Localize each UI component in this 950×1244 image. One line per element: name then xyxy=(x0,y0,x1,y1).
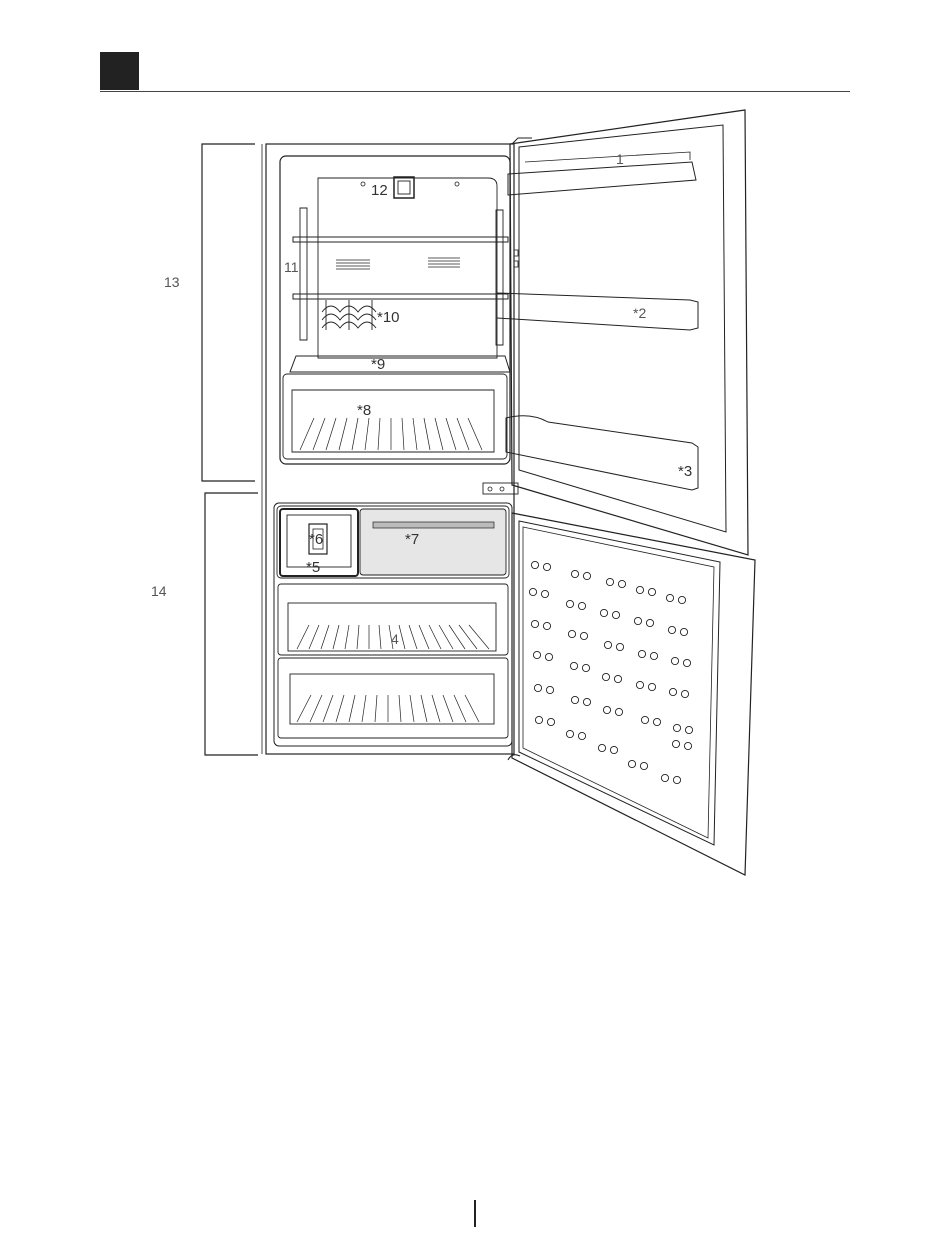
label-4: 4 xyxy=(391,631,399,647)
door-dimple xyxy=(673,776,680,783)
freezer-drawer-lower xyxy=(278,658,508,738)
door-dimple xyxy=(636,586,643,593)
door-dimple xyxy=(546,686,553,693)
door-dimple xyxy=(648,588,655,595)
door-dimple xyxy=(583,572,590,579)
door-dimple xyxy=(680,628,687,635)
door-dimple xyxy=(578,732,585,739)
door-dimple xyxy=(598,744,605,751)
glass-shelf-upper xyxy=(293,237,508,242)
door-dimple xyxy=(640,762,647,769)
door-dimple xyxy=(606,578,613,585)
fridge-section-bracket xyxy=(202,144,255,481)
label-3: *3 xyxy=(678,463,692,480)
door-dimple xyxy=(583,698,590,705)
door-dimple xyxy=(634,617,641,624)
label-12: 12 xyxy=(371,182,388,199)
door-dimple xyxy=(570,662,577,669)
freezer-door-dimples xyxy=(529,561,692,783)
door-dimple xyxy=(614,675,621,682)
fridge-door xyxy=(510,110,748,555)
door-dimple xyxy=(638,650,645,657)
door-dimple xyxy=(533,651,540,658)
door-dimple xyxy=(650,652,657,659)
label-13: 13 xyxy=(164,274,180,290)
label-14: 14 xyxy=(151,583,167,599)
label-11: 11 xyxy=(284,259,299,275)
label-6: *6 xyxy=(309,531,323,548)
door-dimple xyxy=(672,740,679,747)
door-dimple xyxy=(543,563,550,570)
door-dimple xyxy=(543,622,550,629)
door-dimple xyxy=(566,730,573,737)
freezer-door xyxy=(512,513,755,875)
door-dimple xyxy=(602,673,609,680)
door-dimple xyxy=(531,561,538,568)
label-2: *2 xyxy=(633,305,646,321)
door-dimple xyxy=(529,588,536,595)
label-8: *8 xyxy=(357,402,371,419)
chiller-compartment xyxy=(360,509,506,575)
door-dimple xyxy=(661,774,668,781)
door-shelf xyxy=(497,293,698,330)
door-dimple xyxy=(600,609,607,616)
label-5: *5 xyxy=(306,559,320,576)
door-dimple xyxy=(641,716,648,723)
door-dimple xyxy=(547,718,554,725)
door-dimple xyxy=(610,746,617,753)
door-dimple xyxy=(681,690,688,697)
door-dimple xyxy=(646,619,653,626)
cabinet-outline xyxy=(266,144,514,754)
fan-box xyxy=(394,177,414,198)
door-dimple xyxy=(615,708,622,715)
door-dimple xyxy=(666,594,673,601)
door-dimple xyxy=(603,706,610,713)
freezer-section-bracket xyxy=(205,493,258,755)
door-dimple xyxy=(628,760,635,767)
door-dimple xyxy=(604,641,611,648)
glass-shelf-middle xyxy=(293,294,508,299)
door-dimple xyxy=(582,664,589,671)
label-9: *9 xyxy=(371,356,385,373)
door-dimple xyxy=(616,643,623,650)
door-dimple xyxy=(684,742,691,749)
door-dimple xyxy=(534,684,541,691)
air-vents xyxy=(336,258,460,269)
door-bottle-shelf xyxy=(506,416,698,490)
label-1: 1 xyxy=(616,151,624,167)
page-number-marker xyxy=(474,1200,476,1227)
door-dimple xyxy=(678,596,685,603)
door-dimple xyxy=(541,590,548,597)
shelf-rail xyxy=(300,208,307,340)
door-dimple xyxy=(571,570,578,577)
door-dimple xyxy=(535,716,542,723)
door-dimple xyxy=(668,626,675,633)
crisper-drawer xyxy=(283,374,507,459)
door-dimple xyxy=(673,724,680,731)
door-dimple xyxy=(671,657,678,664)
door-dimple xyxy=(580,632,587,639)
crisper-lines xyxy=(300,418,482,450)
door-dimple xyxy=(669,688,676,695)
door-dimple xyxy=(683,659,690,666)
door-dimple xyxy=(685,726,692,733)
door-dimple xyxy=(653,718,660,725)
label-7: *7 xyxy=(405,531,419,548)
door-dimple xyxy=(578,602,585,609)
door-dimple xyxy=(566,600,573,607)
back-panel xyxy=(318,178,497,358)
door-dimple xyxy=(636,681,643,688)
door-dimple xyxy=(612,611,619,618)
door-dimple xyxy=(568,630,575,637)
door-dimple xyxy=(618,580,625,587)
wine-rack xyxy=(322,300,376,330)
door-dimple xyxy=(545,653,552,660)
label-10: *10 xyxy=(377,309,400,326)
door-dimple xyxy=(531,620,538,627)
door-dimple xyxy=(571,696,578,703)
door-dimple xyxy=(648,683,655,690)
